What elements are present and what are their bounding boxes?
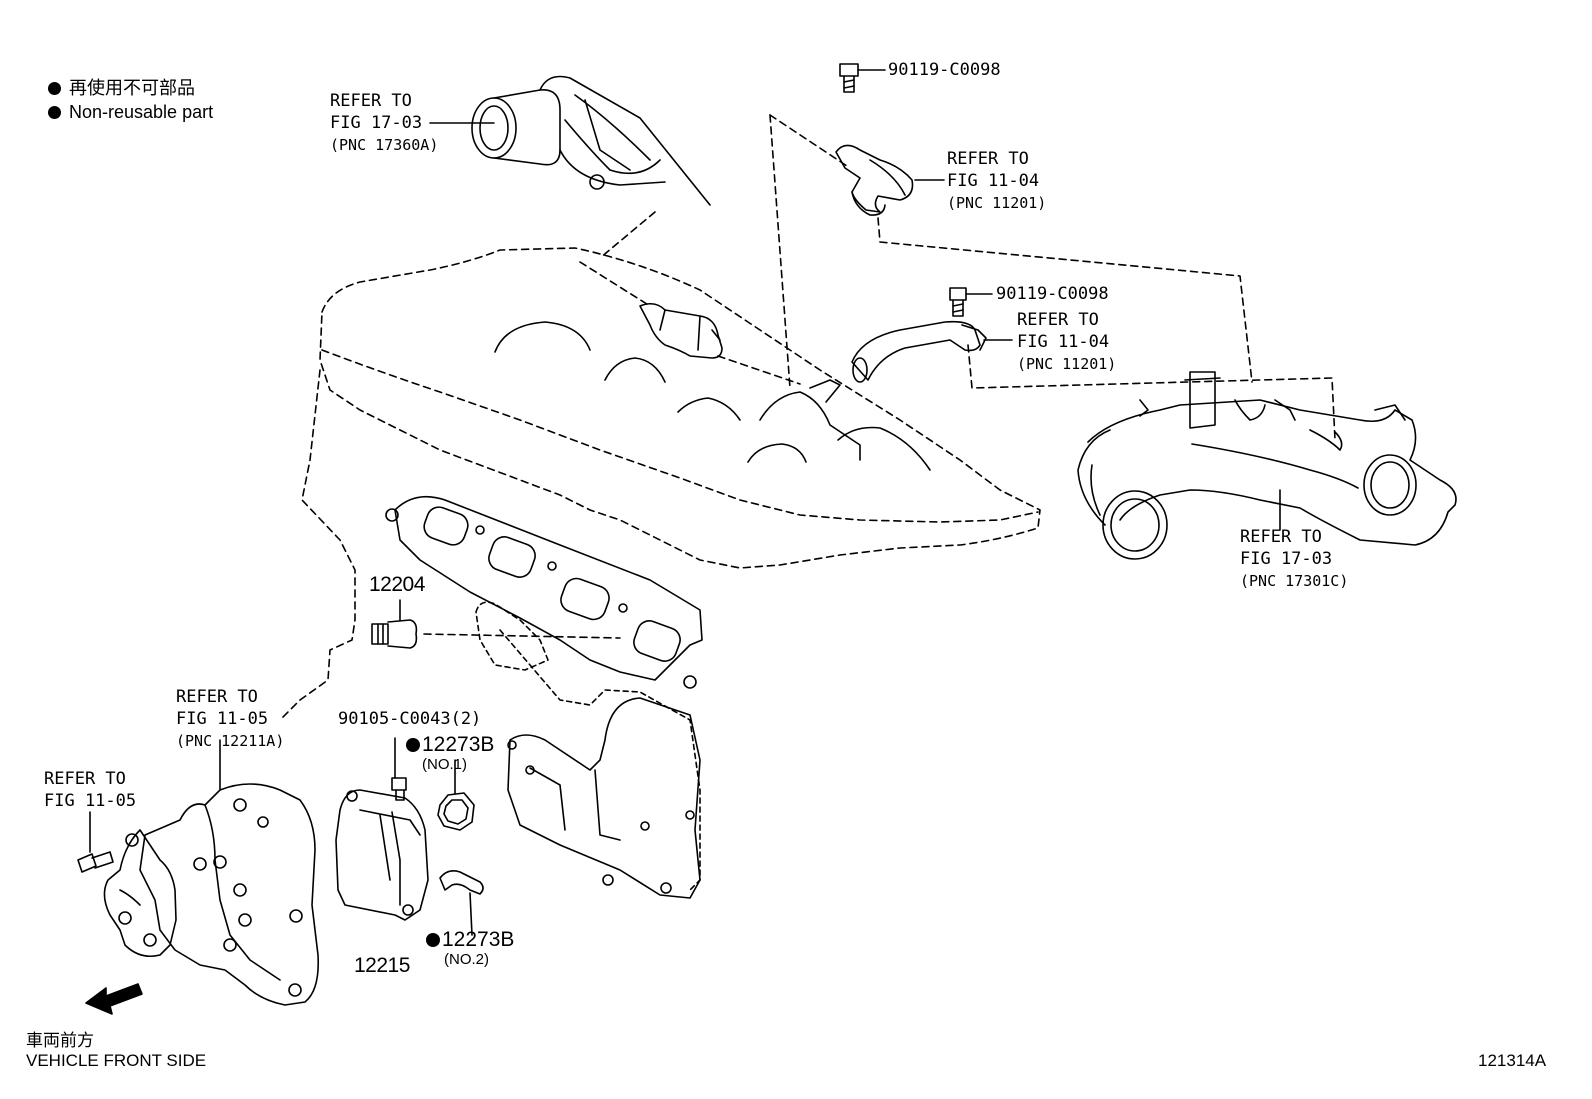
refer-callout-11201-upper: REFER TO FIG 11-04 (PNC 11201) — [947, 149, 1047, 212]
cylinder-head-outline — [280, 248, 1040, 720]
valve-body-12215 — [336, 790, 428, 920]
water-outlet-pipe — [472, 77, 710, 206]
leader-lines — [220, 123, 1280, 790]
part-number-valve-body: 12215 — [354, 954, 410, 977]
non-reusable-bullet-icon — [406, 738, 420, 752]
front-side-label-en: VEHICLE FRONT SIDE — [26, 1051, 207, 1070]
gasket-no2-label: (NO.2) — [444, 951, 489, 968]
cylinder-head-bores — [495, 322, 930, 470]
bolt-upper-icon — [840, 64, 885, 92]
front-side-label-jp: 車両前方 — [26, 1031, 94, 1050]
refer-callout-11201-middle: REFER TO FIG 11-04 (PNC 11201) — [1017, 310, 1117, 373]
part-number-gasket-no2: 12273B — [426, 928, 514, 952]
intake-pipe-right — [1078, 372, 1456, 559]
sensor-12204-icon — [372, 600, 416, 648]
bullet-icon — [48, 106, 61, 119]
bypass-valve-part — [640, 304, 722, 358]
figure-id: 121314A — [1478, 1051, 1547, 1070]
refer-callout-11-05-bolt: REFER TO FIG 11-05 — [44, 769, 137, 811]
bolt-left-icon — [78, 812, 113, 872]
engine-block-lower — [476, 602, 700, 890]
bolt-middle-icon — [950, 288, 992, 316]
part-number-bolt-middle: 90119-C0098 — [996, 284, 1109, 304]
front-arrow-icon — [86, 984, 142, 1014]
gasket-no2-icon — [440, 871, 483, 935]
gasket-no1-label: (NO.1) — [422, 756, 467, 773]
part-number-gasket-no1: 12273B — [406, 733, 494, 757]
part-number-bolt-pair: 90105-C0043(2) — [338, 709, 482, 729]
legend-line-jp: 再使用不可部品 — [48, 76, 213, 100]
part-number-sensor: 12204 — [369, 573, 425, 596]
refer-callout-17301c: REFER TO FIG 17-03 (PNC 17301C) — [1240, 527, 1349, 590]
part-number-bolt-upper: 90119-C0098 — [888, 60, 1001, 80]
non-reusable-bullet-icon — [426, 933, 440, 947]
hose-middle — [852, 322, 986, 382]
bullet-icon — [48, 82, 61, 95]
refer-callout-17360a: REFER TO FIG 17-03 (PNC 17360A) — [330, 91, 439, 154]
legend: 再使用不可部品 Non-reusable part — [48, 76, 213, 124]
refer-callout-12211a: REFER TO FIG 11-05 (PNC 12211A) — [176, 687, 285, 750]
legend-line-en: Non-reusable part — [48, 100, 213, 124]
gasket-no1-icon — [438, 760, 474, 830]
intake-manifold-gasket — [386, 497, 702, 688]
hose-upper — [836, 145, 913, 215]
chain-cover-front — [104, 830, 176, 956]
dashed-leaders — [424, 115, 1335, 638]
chain-cover-housing — [140, 784, 318, 1005]
timing-cover — [508, 698, 700, 898]
bolt-pair-icon — [392, 738, 406, 800]
